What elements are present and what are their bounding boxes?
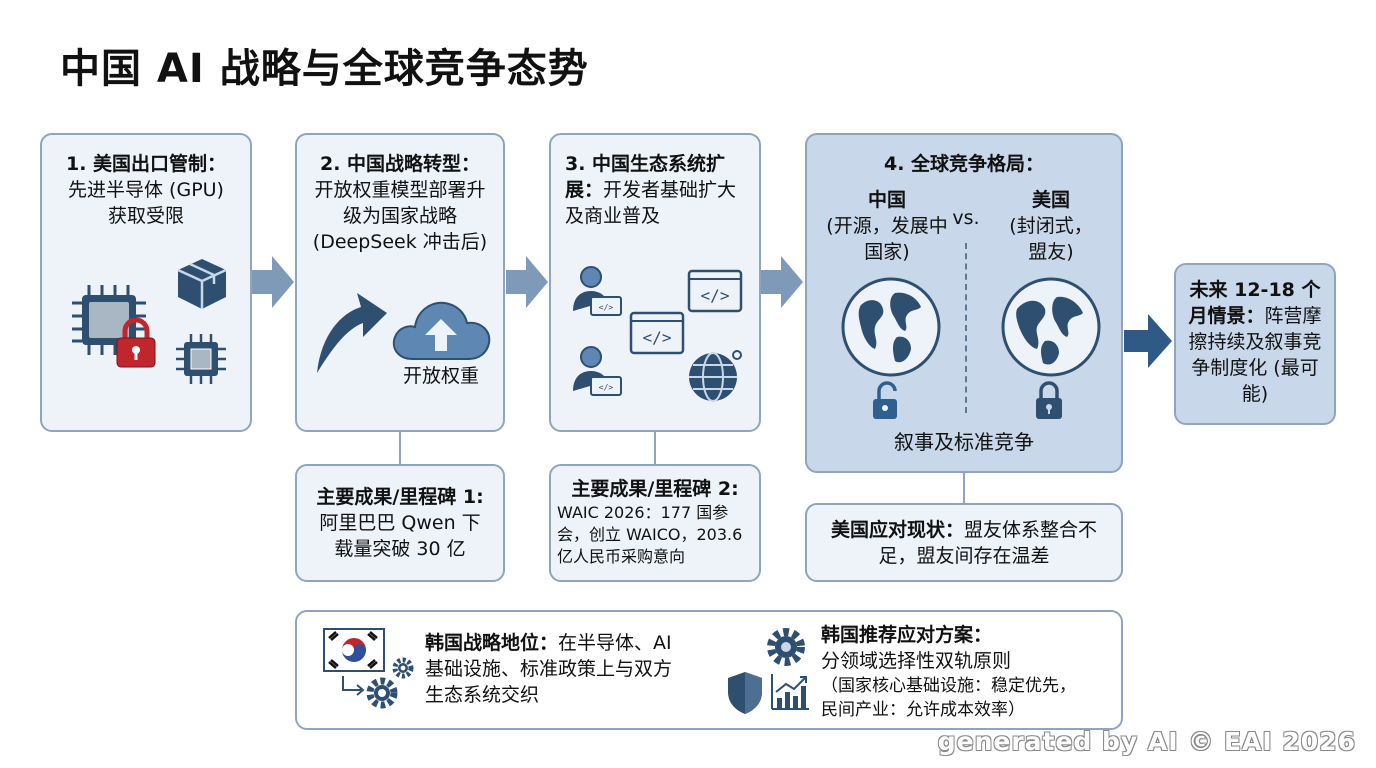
stage3-box: 3. 中国生态系统扩展：开发者基础扩大及商业普及 </> </> </> </> (549, 133, 761, 432)
stage4-heading: 4. 全球竞争格局： (883, 153, 1045, 175)
china-subtitle: (开源，发展中国家) (826, 215, 948, 263)
stage4-footer: 叙事及标准竞争 (894, 430, 1034, 454)
gear-icon (392, 657, 414, 679)
open-weights-label: 开放权重 (402, 365, 479, 387)
korea-position-heading: 韩国战略地位： (425, 632, 559, 654)
korea-recommend-line3: 民间产业：允许成本效率） (821, 700, 1025, 720)
developer-icon: </> (573, 266, 622, 316)
flow-arrow-1 (252, 256, 294, 308)
up-arrow-icon (317, 293, 387, 373)
flow-arrow-2 (506, 256, 548, 308)
globe-icon (1001, 277, 1101, 377)
korea-recommend-text: 韩国推荐应对方案： 分领域选择性双轨原则 （国家核心基础设施：稳定优先， 民间产… (821, 622, 1121, 722)
svg-text:</>: </> (701, 286, 730, 305)
milestone2-body: WAIC 2026：177 国参会，创立 WAICO，203.6 亿人民币采购意… (557, 503, 743, 566)
stage1-body: 先进半导体 (GPU) 获取受限 (68, 179, 224, 227)
svg-text:</>: </> (599, 383, 614, 392)
stage2-body: 开放权重模型部署升级为国家战略 (DeepSeek 冲击后) (312, 179, 488, 253)
stage2-heading: 2. 中国战略转型： (319, 153, 481, 175)
milestone1-box: 主要成果/里程碑 1: 阿里巴巴 Qwen 下载量突破 30 亿 (295, 464, 505, 582)
divider-line (965, 243, 967, 413)
closed-lock-icon (1036, 381, 1062, 419)
connector-stage4-us-response (963, 473, 965, 503)
stage3-text: 3. 中国生态系统扩展：开发者基础扩大及商业普及 (551, 151, 759, 229)
package-icon (177, 259, 227, 309)
flow-arrow-3 (761, 256, 803, 308)
vs-label: vs. (952, 207, 980, 229)
connector-stage2-milestone1 (399, 432, 401, 464)
bar-chart-icon (771, 674, 809, 710)
stage4-box: 4. 全球竞争格局： 中国 (开源，发展中国家) vs. 美国 (封闭式，盟友)… (805, 133, 1123, 473)
cloud-upload-icon (392, 301, 491, 360)
stage2-box: 2. 中国战略转型： 开放权重模型部署升级为国家战略 (DeepSeek 冲击后… (295, 133, 505, 432)
korea-recommend-heading: 韩国推荐应对方案： (821, 624, 993, 646)
gear-icon (767, 628, 805, 666)
stage3-heading: 3. 中国生态系统扩展： (565, 153, 726, 201)
connector-stage3-milestone2 (654, 432, 656, 464)
korea-recommend-line2: （国家核心基础设施：稳定优先， (821, 676, 1076, 696)
cycle-arrow-icon (342, 676, 365, 696)
milestone1-body: 阿里巴巴 Qwen 下载量突破 30 亿 (319, 512, 481, 560)
open-lock-icon (873, 381, 897, 419)
future-box: 未来 12-18 个月情景：阵营摩擦持续及叙事竞争制度化 (最可能) (1174, 263, 1336, 425)
small-chip-icon (176, 334, 226, 384)
future-text: 未来 12-18 个月情景：阵营摩擦持续及叙事竞争制度化 (最可能) (1176, 277, 1334, 407)
us-response-body: 盟友体系整合不足，盟友间存在温差 (878, 519, 1098, 567)
us-response-text: 美国应对现状：盟友体系整合不足，盟友间存在温差 (807, 517, 1121, 569)
code-window-icon: </> (629, 311, 685, 355)
korea-recommend-line1: 分领域选择性双轨原则 (821, 650, 1012, 672)
code-window-icon: </> (687, 269, 743, 313)
milestone1-heading: 主要成果/里程碑 1: (316, 486, 484, 508)
korea-flag-icon (323, 628, 385, 672)
developer-icon: </> (573, 346, 622, 396)
us-response-heading: 美国应对现状： (830, 519, 964, 541)
future-heading: 未来 12-18 个月情景： (1188, 279, 1321, 327)
stage1-box: 1. 美国出口管制： 先进半导体 (GPU) 获取受限 (40, 133, 252, 432)
svg-text:</>: </> (643, 328, 672, 347)
shield-icon (728, 672, 762, 714)
stage1-heading: 1. 美国出口管制： (65, 153, 227, 175)
us-response-box: 美国应对现状：盟友体系整合不足，盟友间存在温差 (805, 503, 1123, 582)
us-label: 美国 (1031, 189, 1070, 211)
page-title: 中国 AI 战略与全球竞争态势 (60, 46, 589, 92)
lock-icon (116, 317, 156, 368)
gear-icon (366, 677, 398, 709)
milestone2-box: 主要成果/里程碑 2: WAIC 2026：177 国参会，创立 WAICO，2… (549, 464, 761, 582)
svg-text:</>: </> (599, 303, 614, 312)
milestone2-heading: 主要成果/里程碑 2: (571, 478, 739, 500)
korea-box: 韩国战略地位：在半导体、AI 基础设施、标准政策上与双方生态系统交织 韩国推荐应… (295, 610, 1123, 730)
future-body: 阵营摩擦持续及叙事竞争制度化 (最可能) (1188, 305, 1322, 405)
flow-arrow-4 (1124, 314, 1172, 368)
korea-position-text: 韩国战略地位：在半导体、AI 基础设施、标准政策上与双方生态系统交织 (425, 630, 685, 708)
globe-network-icon (689, 350, 742, 402)
korea-position-body: 在半导体、AI 基础设施、标准政策上与双方生态系统交织 (425, 632, 673, 706)
china-label: 中国 (867, 189, 906, 211)
globe-icon (841, 277, 941, 377)
watermark: generated by AI © EAI 2026 (937, 727, 1356, 756)
us-subtitle: (封闭式，盟友) (1009, 215, 1093, 263)
stage3-body: 开发者基础扩大及商业普及 (565, 179, 737, 227)
